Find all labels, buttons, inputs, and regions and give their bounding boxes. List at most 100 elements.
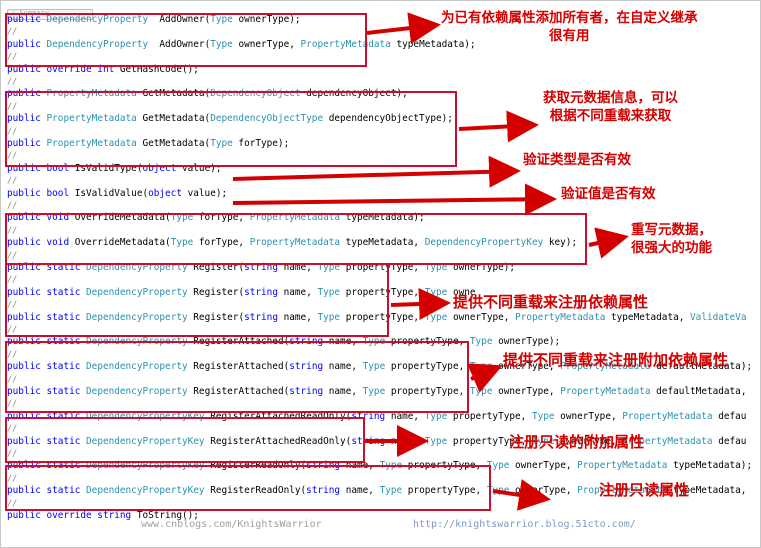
- keyword-token: public static: [7, 435, 87, 447]
- code-token: dependencyObject);: [300, 88, 408, 100]
- code-comment-line: //: [7, 448, 17, 460]
- keyword-token: public override string: [7, 510, 137, 521]
- comment-marker: //: [7, 151, 18, 162]
- code-line: public static DependencyProperty Registe…: [7, 312, 746, 324]
- annotation-override-metadata: 重写元数据， 很强大的功能: [631, 222, 712, 256]
- code-line: public override string ToString();: [7, 510, 199, 522]
- code-token: GetMetadata(: [136, 88, 211, 100]
- type-token: Type: [469, 336, 493, 348]
- type-token: DependencyProperty: [46, 38, 149, 50]
- type-token: PropertyMetadata: [46, 113, 137, 125]
- watermark-left: www.cnblogs.com/KnightsWarrior: [141, 519, 322, 530]
- highlight-get-metadata: [5, 91, 457, 167]
- code-token: typeMetadata,: [667, 485, 747, 497]
- keyword-token: string: [244, 262, 278, 273]
- code-comment-line: //: [7, 398, 17, 410]
- code-token: propertyType,: [385, 386, 470, 397]
- code-token: propertyType,: [385, 361, 470, 373]
- type-token: DependencyObject: [210, 88, 301, 100]
- type-token: DependencyPropertyKey: [86, 485, 205, 497]
- highlight-register: [5, 263, 389, 337]
- code-line: public override int GetHashCode();: [7, 64, 199, 76]
- code-line: public PropertyMetadata GetMetadata(Type…: [7, 138, 289, 150]
- annotation-register-readonly: 注册只读属性: [599, 481, 690, 499]
- type-token: DependencyProperty: [46, 14, 149, 25]
- code-line: public PropertyMetadata GetMetadata(Depe…: [7, 113, 453, 125]
- arrow-add-owner: [366, 12, 441, 45]
- code-token: OverrideMetadata(: [74, 237, 171, 249]
- type-token: PropertyMetadata: [249, 212, 341, 224]
- code-token: ownerType);: [232, 14, 301, 25]
- code-token: RegisterAttachedReadOnly(: [204, 410, 352, 422]
- type-token: PropertyMetadata: [577, 485, 668, 497]
- code-token: ownerType,: [447, 311, 516, 323]
- arrow-register-readonly: [492, 479, 551, 511]
- code-token: RegisterAttached(: [187, 361, 290, 373]
- arrow-register-attached: [466, 363, 503, 393]
- annotation-get-metadata: 获取元数据信息，可以 根据不同重载来获取: [543, 90, 678, 124]
- code-token: typeMetadata);: [390, 38, 476, 50]
- code-line: public bool IsValidType(object value);: [7, 163, 222, 175]
- code-token: propertyType,: [340, 311, 425, 323]
- code-token: defau: [712, 410, 747, 422]
- type-token: PropertyMetadata: [560, 361, 651, 373]
- comment-marker: //: [7, 424, 18, 435]
- keyword-token: public static: [7, 410, 87, 422]
- keyword-token: public: [7, 14, 47, 25]
- code-token: AddOwner(: [148, 14, 211, 25]
- code-line: public DependencyProperty AddOwner(Type …: [7, 39, 476, 51]
- comment-marker: //: [7, 126, 18, 137]
- type-token: DependencyProperty: [86, 386, 188, 397]
- code-token: typeMetadata);: [667, 460, 753, 472]
- type-token: Type: [531, 410, 555, 422]
- type-token: PropertyMetadata: [515, 311, 606, 323]
- type-token: DependencyProperty: [86, 361, 188, 373]
- code-comment-line: //: [7, 324, 17, 336]
- type-token: DependencyPropertyKey: [424, 237, 544, 249]
- code-line: public static DependencyPropertyKey Regi…: [7, 411, 746, 423]
- code-comment-line: //: [7, 150, 17, 162]
- code-token: defaultMetadata,: [650, 386, 747, 397]
- type-token: PropertyMetadata: [46, 88, 137, 100]
- code-token: name,: [323, 386, 363, 397]
- keyword-token: public static: [7, 311, 87, 323]
- type-token: PropertyMetadata: [300, 38, 391, 50]
- keyword-token: public override int: [7, 63, 120, 75]
- type-token: PropertyMetadata: [622, 435, 713, 447]
- comment-marker: //: [7, 250, 18, 261]
- type-token: ValidateVa: [690, 311, 747, 323]
- code-token: ownerType,: [554, 435, 623, 447]
- keyword-token: public void: [7, 237, 75, 249]
- comment-marker: //: [7, 225, 18, 236]
- keyword-token: public: [7, 88, 47, 100]
- code-token: propertyType,: [340, 262, 425, 273]
- type-token: Type: [210, 14, 233, 25]
- watermark-right: http://knightswarrior.blog.51cto.com/: [413, 519, 636, 530]
- type-token: Type: [317, 311, 341, 323]
- code-token: name,: [340, 485, 380, 497]
- keyword-token: public static: [7, 386, 87, 397]
- code-token: RegisterAttachedReadOnly(: [204, 435, 352, 447]
- type-token: DependencyPropertyKey: [86, 435, 205, 447]
- annotation-register-attached-readonly: 注册只读的附加属性: [509, 433, 645, 451]
- arrow-get-metadata: [458, 110, 539, 143]
- type-token: DependencyProperty: [86, 286, 188, 298]
- type-token: Type: [170, 237, 194, 249]
- code-token: AddOwner(: [148, 38, 211, 50]
- comment-marker: //: [7, 101, 18, 112]
- code-token: key);: [543, 237, 578, 249]
- keyword-token: string: [244, 311, 278, 323]
- code-comment-line: //: [7, 225, 17, 237]
- code-comment-line: //: [7, 26, 17, 38]
- code-token: GetHashCode();: [119, 63, 199, 75]
- annotation-is-valid-type: 验证类型是否有效: [523, 152, 631, 168]
- code-line: public void OverrideMetadata(Type forTyp…: [7, 237, 577, 249]
- annotation-add-owner: 为已有依赖属性添加所有者，在自定义继承 很有用: [441, 10, 698, 44]
- comment-marker: //: [7, 325, 18, 335]
- comment-marker: //: [7, 473, 18, 484]
- type-token: Type: [210, 138, 233, 149]
- code-token: dependencyObjectType);: [323, 113, 453, 125]
- code-comment-line: //: [7, 473, 17, 485]
- code-token: name,: [323, 361, 363, 373]
